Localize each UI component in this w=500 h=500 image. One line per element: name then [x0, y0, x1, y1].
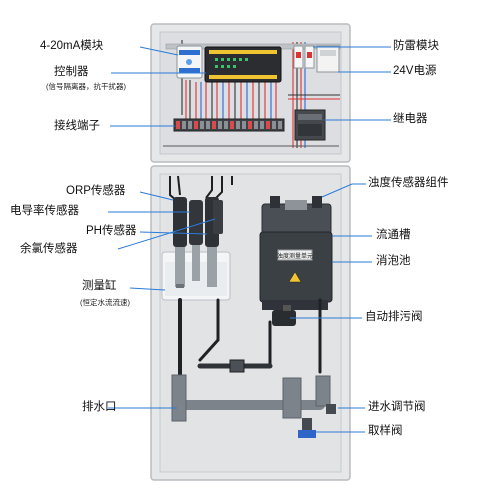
terminal-slot [230, 121, 234, 129]
terminal-slot [188, 121, 192, 129]
terminal-slot [218, 121, 222, 129]
label-terminal-block: 接线端子 [54, 120, 100, 132]
label-conductivity-sensor: 电导率传感器 [10, 205, 79, 217]
piping [171, 298, 336, 438]
label-24v-power: 24V电源 [393, 65, 437, 77]
terminal-slot [278, 121, 282, 129]
terminal-slot [206, 121, 210, 129]
terminal-slot [194, 121, 198, 129]
label-chlorine-sensor: 余氯传感器 [20, 243, 78, 255]
terminal-slot [260, 121, 264, 129]
relay-block [294, 109, 326, 141]
label-ph-sensor: PH传感器 [86, 225, 137, 237]
terminal-slot [242, 121, 246, 129]
terminal-slot [212, 121, 216, 129]
label-turbidity-assembly: 浊度传感器组件 [368, 177, 449, 189]
device-plate-text: 浊度测量单元 [277, 252, 313, 260]
terminal-slot [272, 121, 276, 129]
flow-tank: 浊度测量单元 [259, 231, 333, 303]
label-relay: 继电器 [393, 113, 428, 125]
terminal-slot [266, 121, 270, 129]
orp-sensor [173, 197, 187, 288]
label-cylinder-note: (恒定水流流速) [80, 298, 130, 307]
label-measuring-cylinder: 测量缸 [82, 280, 117, 292]
label-inlet-regulating-valve: 进水调节阀 [368, 401, 426, 413]
label-flow-tank: 流通槽 [376, 229, 411, 241]
defoaming-tank [262, 300, 328, 310]
terminal-slot [200, 121, 204, 129]
turbidity-sensor-assembly [261, 196, 332, 235]
terminal-slot [248, 121, 252, 129]
controller-plc [204, 46, 282, 83]
terminal-strip [173, 118, 285, 132]
label-sampling-valve: 取样阀 [368, 425, 403, 437]
auto-drain-valve [272, 305, 296, 326]
signal-module [176, 45, 203, 79]
upper-wiring [163, 40, 340, 148]
label-4-20ma-module: 4-20mA模块 [40, 40, 104, 52]
terminal-slot [176, 121, 180, 129]
label-auto-drain-valve: 自动排污阀 [365, 311, 423, 323]
terminal-slot [224, 121, 228, 129]
terminal-slot [254, 121, 258, 129]
label-orp-sensor: ORP传感器 [66, 185, 126, 197]
terminal-slot [236, 121, 240, 129]
label-drain-outlet: 排水口 [82, 401, 117, 413]
power-supply-24v [316, 45, 340, 73]
label-lightning-module: 防雷模块 [393, 40, 439, 52]
terminal-slot [182, 121, 186, 129]
leader-lines [108, 46, 391, 433]
label-defoaming-tank: 消泡池 [376, 255, 411, 267]
label-controller: 控制器 [54, 66, 89, 78]
chlorine-sensor [213, 200, 223, 234]
label-controller-note: (信号隔离器，抗干扰器) [46, 82, 126, 91]
lightning-protection-module [293, 45, 315, 69]
